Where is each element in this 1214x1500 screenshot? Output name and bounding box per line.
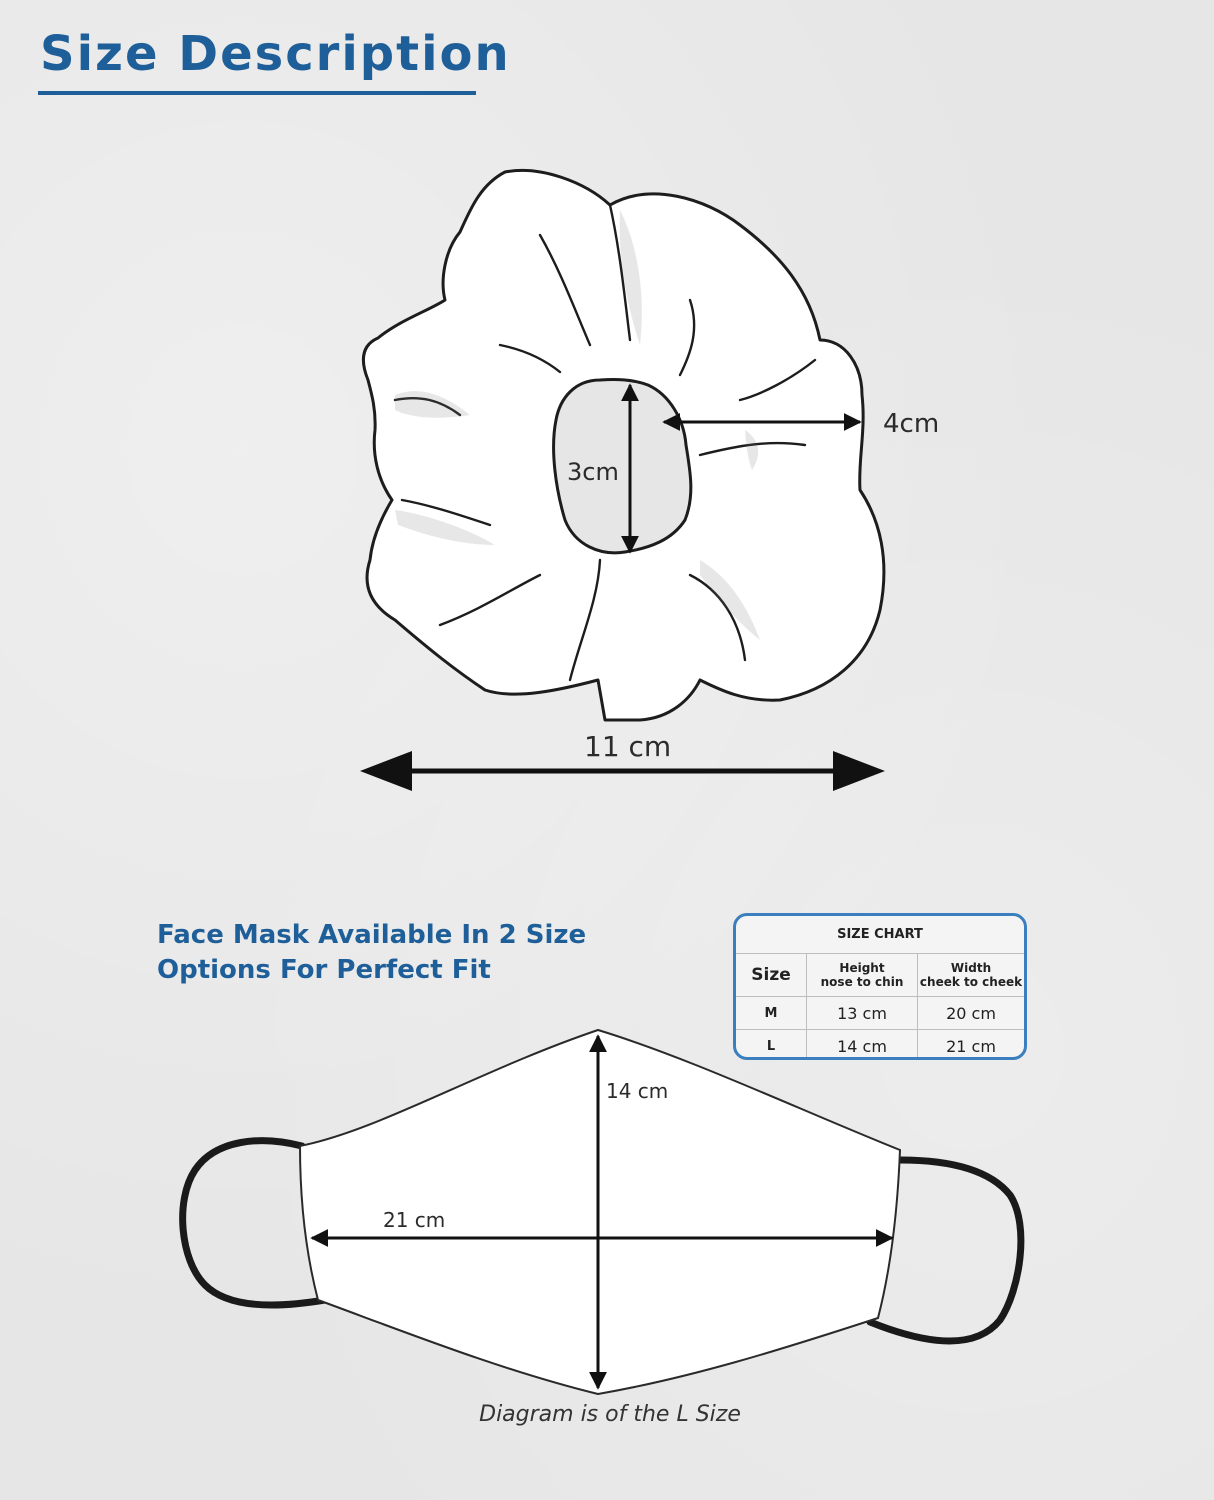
size-chart-title: SIZE CHART	[736, 916, 1024, 954]
size-chart-table: SIZE CHART Size Height nose to chin Widt…	[733, 913, 1027, 1060]
column-header-width-line1: Width	[950, 961, 992, 975]
title-underline	[38, 91, 476, 95]
scrunchie-folds	[393, 203, 817, 682]
row-width-cell: 21 cm	[946, 1036, 996, 1056]
column-header-height: Height nose to chin	[807, 954, 918, 996]
mask-heading-line1: Face Mask Available In 2 Size	[157, 920, 587, 950]
row-height-cell: 13 cm	[807, 997, 918, 1029]
scrunchie-outer-width-arrow	[360, 751, 885, 791]
row-size-cell: M	[736, 997, 807, 1029]
mask-heading-line2: Options For Perfect Fit	[157, 955, 491, 985]
mask-right-ear-loop	[866, 1156, 1025, 1345]
row-width-cell: 20 cm	[946, 1003, 996, 1023]
table-row: M 13 cm 20 cm	[736, 997, 1024, 1030]
column-header-height-line2: nose to chin	[820, 975, 904, 989]
scrunchie-inner-height-label: 3cm	[567, 458, 619, 486]
size-chart-header-row: Size Height nose to chin Width cheek to …	[736, 954, 1024, 997]
column-header-width: Width cheek to cheek	[918, 954, 1024, 996]
scrunchie-outer-width-label: 11 cm	[584, 730, 671, 763]
row-size-cell: L	[736, 1030, 807, 1057]
mask-heading: Face Mask Available In 2 Size Options Fo…	[157, 918, 617, 988]
row-height-cell: 14 cm	[807, 1030, 918, 1057]
column-header-width-line2: cheek to cheek	[919, 975, 1023, 989]
scrunchie-shading	[395, 210, 760, 640]
mask-width-label: 21 cm	[383, 1208, 445, 1232]
table-row: L 14 cm 21 cm	[736, 1030, 1024, 1057]
diagram-caption: Diagram is of the L Size	[479, 1402, 741, 1427]
column-header-size: Size	[736, 954, 807, 996]
mask-height-label: 14 cm	[606, 1079, 668, 1103]
mask-left-ear-loop	[179, 1137, 329, 1309]
scrunchie-illustration: 3cm 4cm 11 cm	[360, 168, 939, 791]
scrunchie-band-width-label: 4cm	[883, 409, 939, 439]
page-title: Size Description	[40, 26, 511, 82]
face-mask-illustration: 14 cm 21 cm	[179, 1028, 1025, 1396]
column-header-height-line1: Height	[839, 961, 885, 975]
